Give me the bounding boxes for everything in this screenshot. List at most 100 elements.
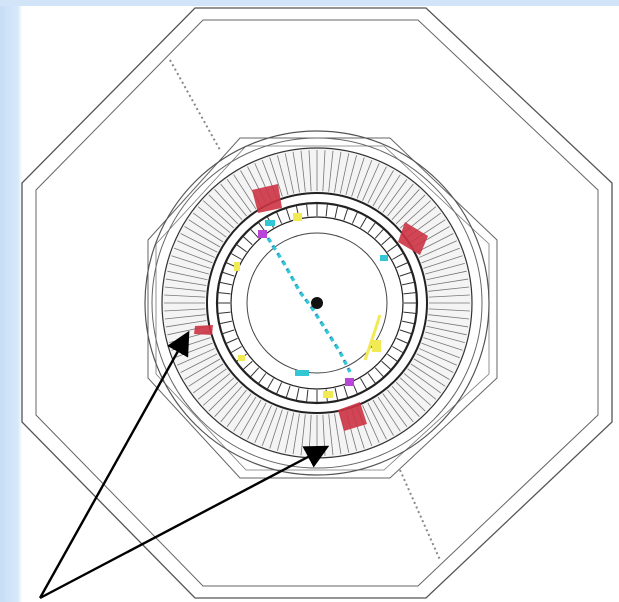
- calorimeter-tower: [226, 178, 252, 213]
- calorimeter-tower: [428, 294, 470, 298]
- calorimeter-towers: [164, 150, 470, 456]
- interaction-point: [311, 297, 323, 309]
- calorimeter-tower: [382, 178, 408, 213]
- calorimeter-tower: [269, 409, 283, 449]
- tracker-hits: [234, 213, 388, 398]
- tracker-module: [392, 253, 403, 260]
- calorimeter-tower: [362, 163, 380, 201]
- calorimeter-tower: [423, 255, 463, 269]
- calorimeter-tower: [254, 405, 272, 443]
- tracker-module: [276, 382, 283, 394]
- calorimeter-tower: [367, 402, 387, 440]
- tracker-module: [399, 271, 412, 277]
- calorimeter-tower: [300, 150, 306, 192]
- calorimeter-tower: [197, 206, 231, 233]
- tracker-module: [267, 378, 274, 389]
- calorimeter-tower: [180, 233, 218, 253]
- muon-segment-top: [169, 59, 221, 151]
- calorimeter-tower: [226, 393, 252, 428]
- calorimeter-tower: [403, 373, 437, 400]
- tracker-module: [218, 311, 231, 314]
- calorimeter-tower: [377, 174, 401, 210]
- calorimeter-tower: [428, 286, 470, 292]
- calorimeter-tower: [167, 270, 208, 281]
- outer-ring-1: [144, 130, 490, 476]
- tracker-module: [367, 373, 376, 384]
- calorimeter-tower: [292, 413, 300, 455]
- tracker-module: [396, 262, 408, 269]
- calorimeter-tower: [428, 308, 470, 312]
- calorimeter-hits: [194, 184, 428, 431]
- calorimeter-tower: [214, 385, 243, 417]
- outer-ring-2: [151, 137, 483, 469]
- tracker-module: [334, 387, 339, 400]
- inner-octagon-2: [155, 145, 490, 471]
- tracker-module: [381, 236, 391, 246]
- tracker-module: [343, 385, 349, 398]
- calorimeter-tower: [188, 363, 224, 387]
- yellow-hit-1: [293, 213, 302, 221]
- magenta-hit-2: [345, 378, 354, 386]
- tracker-module: [243, 360, 253, 370]
- calorimeter-tower: [387, 183, 414, 217]
- cyan-hit-3: [380, 255, 388, 261]
- calorimeter-tower: [188, 219, 224, 243]
- tracker-module: [403, 311, 416, 314]
- calorimeter-tower: [269, 157, 283, 197]
- calorimeter-tower: [180, 353, 218, 373]
- calorimeter-tower: [164, 308, 206, 312]
- calorimeter-tower: [367, 166, 387, 204]
- calorimeter-tower: [177, 240, 215, 258]
- calorimeter-tower: [421, 342, 460, 359]
- tracker-module: [306, 389, 309, 402]
- tracker-module: [218, 292, 231, 295]
- calorimeter-tower: [165, 320, 207, 328]
- calorimeter-tower: [171, 255, 211, 269]
- tracker-module: [392, 346, 403, 353]
- tracker-module: [360, 217, 367, 228]
- calorimeter-tower: [277, 155, 289, 195]
- cyan-hit-2: [295, 370, 309, 376]
- yellow-hit-3: [372, 340, 381, 352]
- pointer-arrow-right: [39, 445, 330, 600]
- calorimeter-tower: [184, 226, 221, 248]
- calorimeter-tower: [208, 381, 239, 412]
- tracker-module: [285, 385, 291, 398]
- top-band: [0, 0, 619, 6]
- outer-octagon-inner: [35, 19, 599, 587]
- calorimeter-tower: [416, 233, 454, 253]
- tracker-module: [222, 329, 235, 335]
- calorimeter-tower: [261, 407, 278, 446]
- calorimeter-tower: [413, 358, 450, 380]
- calorimeter-tower: [351, 157, 365, 197]
- tracker-module: [343, 208, 349, 221]
- yellow-hit-2: [234, 262, 240, 271]
- tracker-module: [351, 212, 358, 224]
- calorimeter-tower: [177, 348, 215, 366]
- calorimeter-tower: [334, 413, 342, 455]
- tracker-module: [403, 292, 416, 295]
- calorimeter-tower: [322, 150, 326, 192]
- tracker-module: [285, 208, 291, 221]
- calorimeter-hit-bottom: [338, 402, 367, 431]
- calorimeter-tower: [345, 155, 357, 195]
- calorimeter-tower: [203, 200, 235, 229]
- calorimeter-tower: [426, 325, 467, 336]
- calorimeter-tower: [427, 278, 469, 286]
- tracker-module: [236, 244, 247, 253]
- calorimeter-tower: [372, 170, 394, 207]
- tracker-module: [306, 204, 309, 217]
- calorimeter-hit-left: [194, 325, 213, 335]
- yellow-track: [363, 314, 382, 361]
- tracker-module: [243, 236, 253, 246]
- tracker-module: [387, 244, 398, 253]
- tracker-outer: [215, 201, 419, 405]
- calorimeter-tower: [308, 150, 312, 192]
- calorimeter-tower: [164, 286, 206, 292]
- calorimeter-tower: [247, 402, 267, 440]
- tracker-module: [325, 204, 328, 217]
- tracker-module: [374, 367, 384, 377]
- tracker-module: [374, 229, 384, 239]
- calorimeter-tower: [328, 150, 334, 192]
- magenta-hit-1: [258, 230, 267, 238]
